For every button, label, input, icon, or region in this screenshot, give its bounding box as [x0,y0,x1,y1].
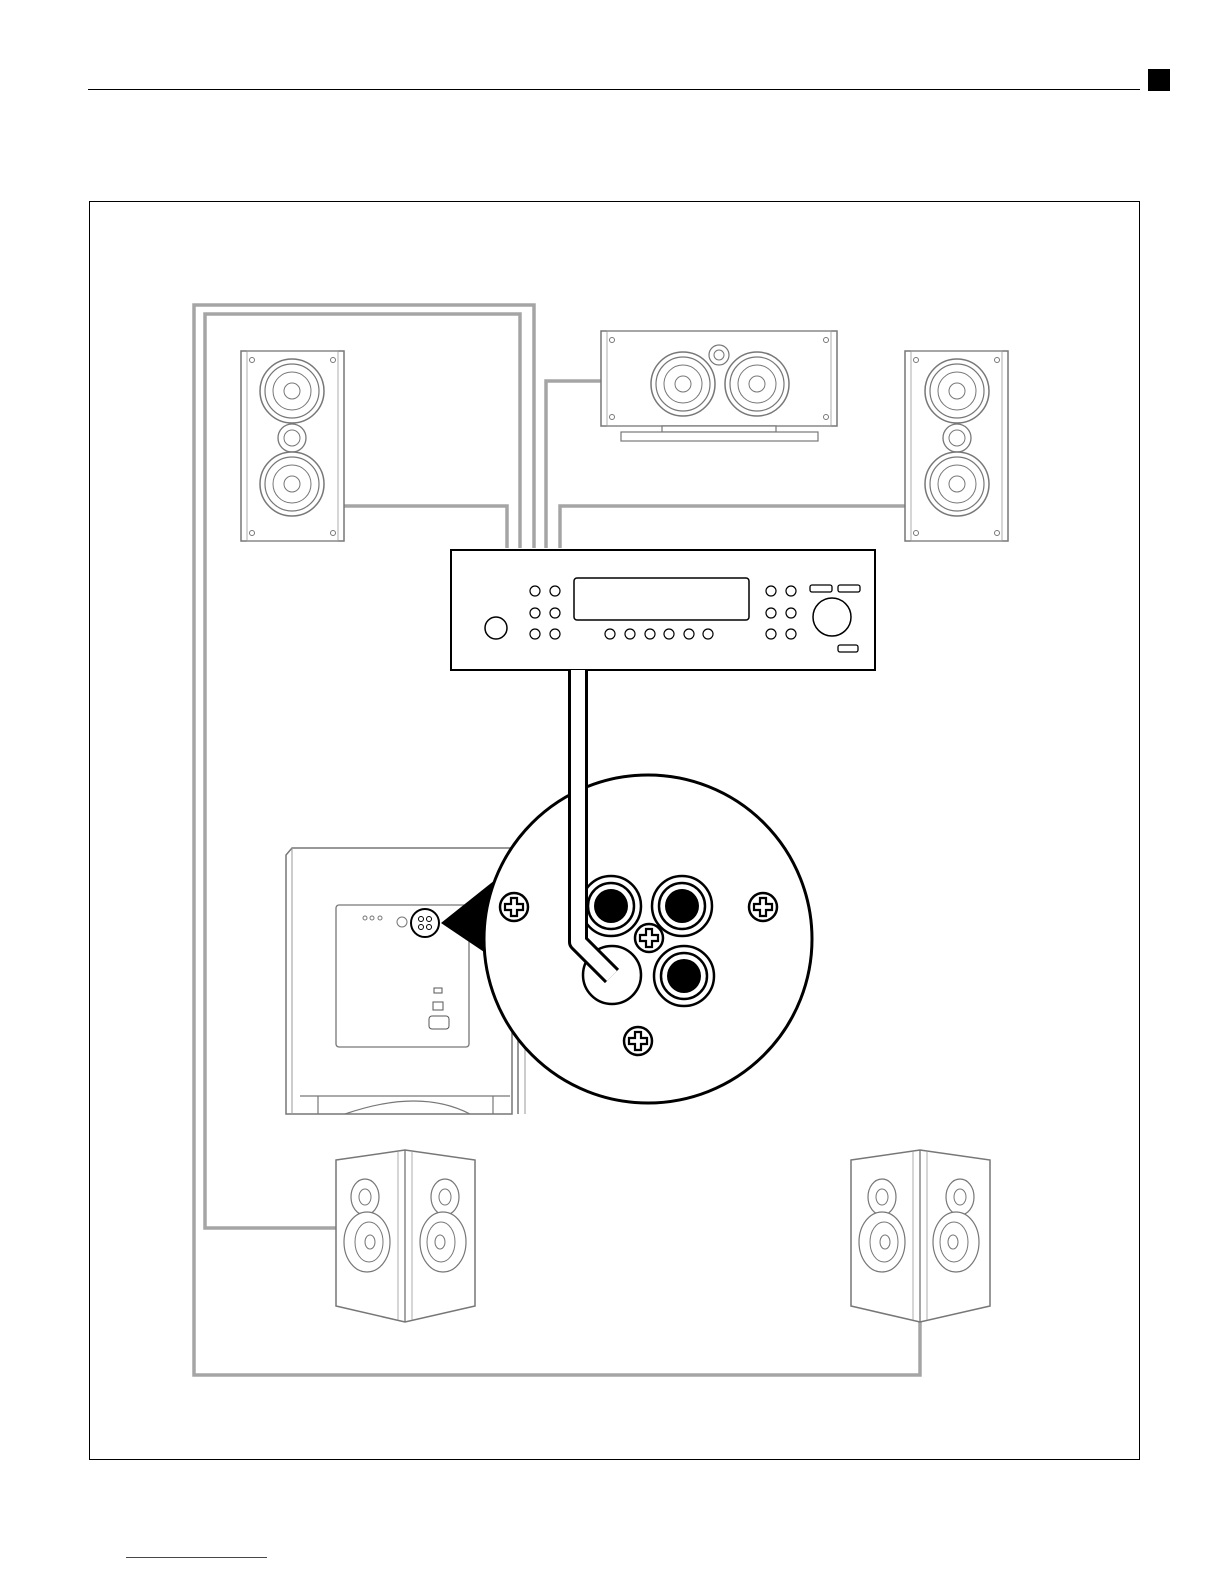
av-receiver [451,550,875,670]
surround-right-speaker [851,1150,990,1322]
surround-left-speaker [336,1150,475,1322]
front-left-speaker [241,351,344,541]
front-right-speaker [905,351,1008,541]
center-speaker [601,331,837,441]
front-right-wire [560,506,905,548]
front-left-wire [344,506,507,548]
center-wire [546,381,602,548]
